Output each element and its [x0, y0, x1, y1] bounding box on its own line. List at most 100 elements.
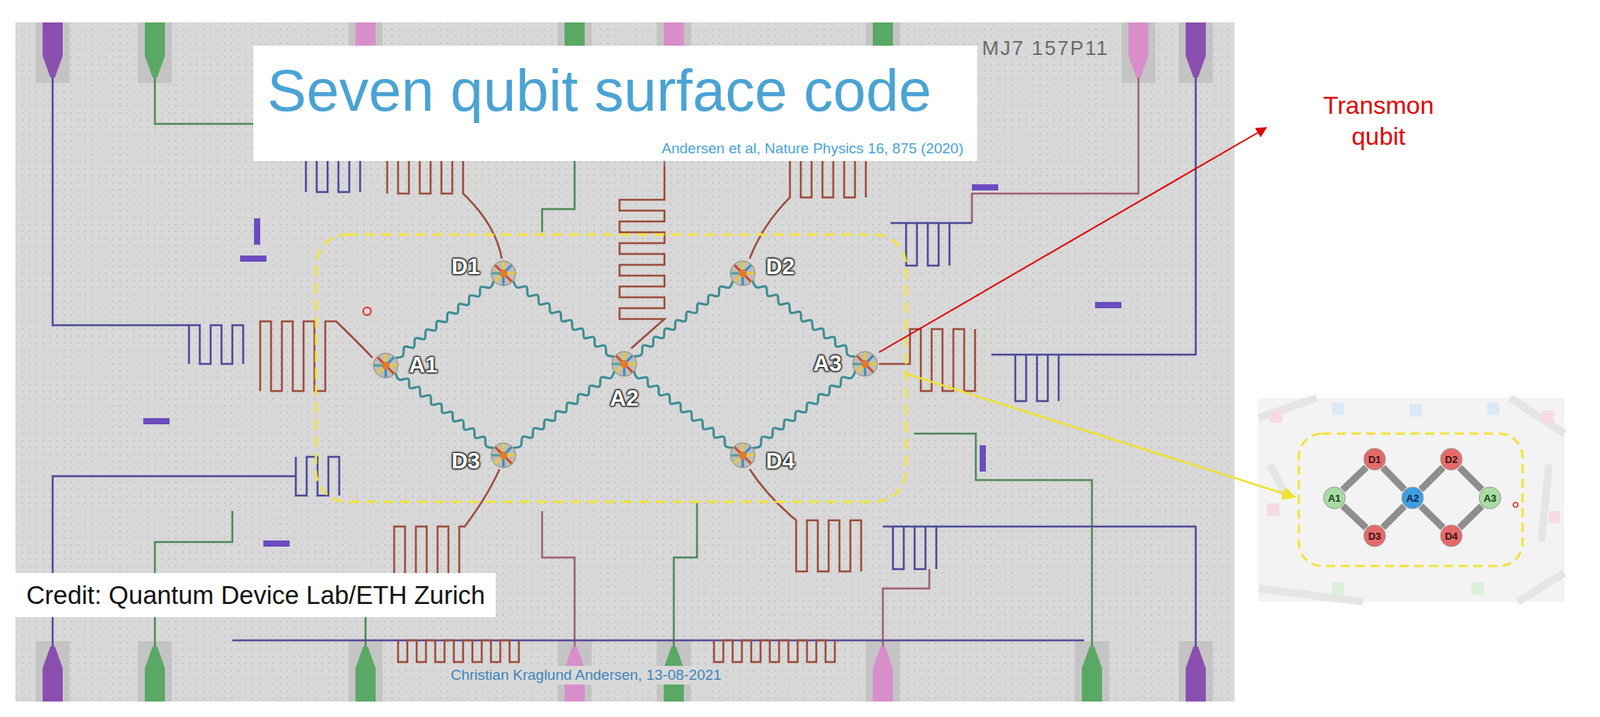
readout-resonator-part — [714, 640, 835, 663]
qubit-disc-fill — [1363, 448, 1386, 471]
coupling-line — [1342, 466, 1367, 490]
bus-resonator — [634, 281, 734, 358]
region-outline-part — [363, 307, 371, 316]
bus-resonator — [513, 371, 615, 449]
control-line-part — [1084, 77, 1196, 355]
callout-label: Transmon qubit — [1308, 89, 1449, 152]
qubit-disc-fill — [1401, 487, 1424, 509]
bond-pad-part — [872, 646, 893, 702]
transmon-core — [620, 360, 629, 368]
transmon-symbol — [728, 441, 757, 470]
readout-resonator-part — [749, 469, 862, 572]
readout-resonator-part — [398, 640, 519, 663]
transmon-pad — [373, 353, 399, 378]
bond-pad-part — [1121, 22, 1156, 83]
bond-pad-part — [1081, 646, 1103, 702]
transmon-qubit: D4 — [728, 441, 757, 470]
qubit-label: D2 — [765, 255, 795, 279]
control-line-part — [673, 503, 697, 647]
citation: Andersen et al, Nature Physics 16, 875 (… — [661, 139, 964, 158]
transmon-qubit: A2 — [610, 350, 639, 378]
leader-arrow-part — [904, 373, 1295, 498]
transmon-core — [499, 269, 508, 278]
qubit-disc-fill — [1440, 448, 1463, 471]
coupling-capacitor-part — [979, 445, 986, 472]
coupling-line — [1421, 467, 1444, 491]
purcell-filter-part — [991, 354, 1085, 402]
bond-pad-part — [35, 22, 70, 83]
bond-pad-part — [42, 646, 63, 702]
qubit-circle: D1 — [1363, 447, 1387, 471]
control-line-part — [913, 433, 1092, 647]
inset-panel-part — [1332, 402, 1345, 416]
inset-panel-part — [1258, 398, 1565, 602]
transmon-qubit: A1 — [371, 351, 400, 380]
inset-panel-part — [1486, 402, 1500, 416]
bus-resonator — [752, 281, 855, 358]
transmon-qubit: A3 — [851, 350, 879, 378]
qubit-name: D3 — [1368, 531, 1382, 542]
control-line-part — [542, 511, 575, 647]
coupling-capacitor-part — [1095, 302, 1122, 309]
transmon-symbol — [489, 259, 518, 288]
bond-pad-part — [1178, 22, 1213, 83]
bond-pad-part — [42, 22, 63, 78]
transmon-core — [499, 451, 508, 460]
qubit-circle: D4 — [1439, 524, 1463, 548]
region-outline — [315, 234, 907, 502]
transmon-qubit: D2 — [728, 259, 757, 288]
bus-resonator — [634, 371, 734, 448]
bond-pad-part — [137, 641, 172, 702]
transmon-pad — [852, 351, 878, 377]
bond-pad-part — [1074, 641, 1110, 702]
transmon-pad — [490, 260, 516, 286]
bond-pad-part — [1185, 646, 1206, 702]
qubit-circle: D3 — [1363, 524, 1387, 548]
qubit-name: D1 — [1368, 454, 1382, 465]
transmon-pad — [611, 351, 637, 377]
control-line-part — [971, 77, 1139, 224]
chip-id: MJ7 157P11 — [981, 35, 1110, 62]
bond-pad-part — [1185, 22, 1206, 78]
bond-pad-part — [348, 641, 383, 702]
inset-panel — [1258, 398, 1565, 602]
bus-resonator — [752, 371, 855, 449]
leader-arrow-part — [878, 127, 1267, 353]
coupling-capacitor-part — [263, 540, 290, 547]
coupling-line — [1342, 505, 1367, 528]
qubit-disc-fill — [1323, 487, 1346, 509]
inset-panel-part — [1332, 582, 1345, 595]
title-text: Seven qubit surface code — [253, 45, 932, 124]
leader-arrow — [878, 127, 1295, 498]
inset-panel-part — [1409, 404, 1422, 417]
inset-panel-part — [1258, 398, 1565, 602]
chip-ground-part — [15, 22, 1235, 702]
qubit-disc-fill — [1440, 525, 1463, 547]
readout-resonator-part — [394, 469, 500, 581]
qubit-label: A2 — [609, 387, 639, 410]
chip-ground-part — [15, 22, 1235, 702]
transmon-symbol — [371, 351, 400, 380]
region-outline-part — [315, 234, 907, 502]
readout-resonator-part — [619, 166, 665, 349]
qubit-name: D2 — [1445, 454, 1459, 465]
transmon-core — [738, 269, 747, 278]
transmon-qubit: D1 — [489, 259, 518, 288]
qubit-name: A3 — [1483, 493, 1497, 504]
qubit-label: D1 — [451, 255, 481, 279]
qubit-name: D4 — [1445, 531, 1459, 542]
chip-ground — [15, 22, 1235, 702]
qubit-circle: D2 — [1439, 447, 1463, 471]
control-line-part — [232, 639, 1085, 643]
transmon-symbol — [851, 350, 879, 378]
control-line-part — [52, 476, 296, 647]
inset-panel-part — [1266, 503, 1280, 516]
qubit-label: D4 — [765, 449, 795, 473]
control-line — [52, 77, 1196, 647]
purcell-filter-part — [890, 223, 972, 266]
transmon-core — [861, 360, 869, 368]
inset-panel-part — [1541, 410, 1554, 423]
transmon-core — [381, 361, 390, 370]
transmon-symbol — [610, 350, 639, 378]
